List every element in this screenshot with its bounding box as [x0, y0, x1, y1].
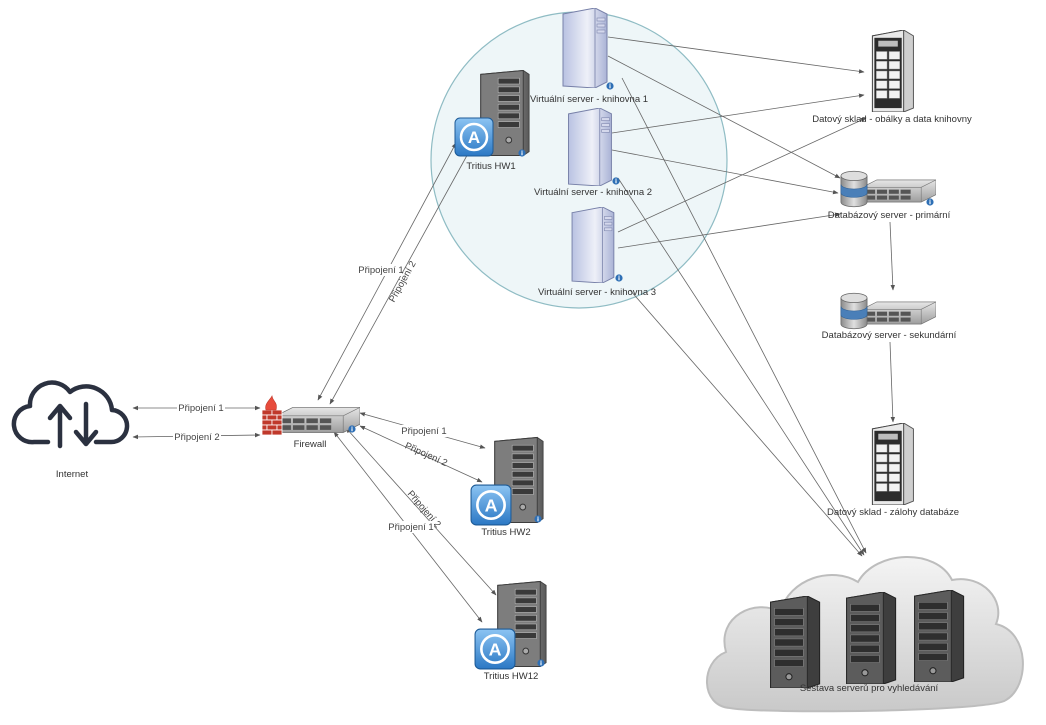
- node-firewall: Firewall: [261, 395, 360, 450]
- edge-label-firewall-hw1-1: Připojení 1: [358, 265, 403, 276]
- edge-vs2-storage-covers: [611, 93, 865, 134]
- edge-label-firewall-hw12-1: Připojení 1: [388, 522, 433, 533]
- node-label-firewall: Firewall: [294, 439, 327, 450]
- node-label-db-primary: Databázový server - primární: [828, 210, 951, 221]
- node-label-tritius-hw2: Tritius HW2: [481, 527, 530, 538]
- storage-array-icon: [871, 30, 914, 112]
- node-virtual-server-1: Virtuální server - knihovna 1: [530, 8, 648, 105]
- tritius-server-icon: [474, 580, 547, 670]
- database-server-icon: [840, 170, 868, 208]
- node-label-tritius-hw12: Tritius HW12: [484, 671, 539, 682]
- edge-label-internet-firewall-2: Připojení 2: [174, 432, 219, 443]
- node-label-tritius-hw1: Tritius HW1: [466, 161, 515, 172]
- tritius-server-icon: [470, 436, 544, 526]
- info-icon: [926, 198, 934, 206]
- edge-vs2-db-primary: [611, 149, 839, 195]
- info-icon: [615, 274, 623, 282]
- virtual-server-icon: [562, 8, 608, 88]
- edge-label-firewall-hw2-2: Připojení 2: [403, 440, 449, 469]
- edge-vs2-cluster: [617, 177, 865, 556]
- node-label-search-cluster: Sestava serverů pro vyhledávání: [800, 683, 939, 694]
- info-icon: [348, 425, 356, 433]
- edge-db-primary-secondary: [889, 221, 896, 291]
- node-storage-covers: Datový sklad - obálky a data knihovny: [812, 30, 972, 125]
- edge-vs3-storage-covers: [617, 117, 867, 233]
- connection-labels: Připojení 1 Připojení 2 Připojení 1 Přip…: [173, 259, 449, 533]
- connections: [132, 36, 896, 623]
- node-virtual-server-3: Virtuální server - knihovna 3: [538, 207, 656, 298]
- node-tritius-hw12: Tritius HW12: [474, 580, 547, 682]
- info-icon: [606, 82, 614, 90]
- info-icon: [518, 149, 526, 157]
- node-tritius-hw2: Tritius HW2: [470, 436, 544, 538]
- edge-vs3-db-primary: [617, 212, 841, 249]
- edge-db-secondary-backup: [889, 341, 896, 423]
- node-label-internet: Internet: [56, 469, 89, 480]
- database-server-icon: [840, 292, 868, 330]
- cloud-upload-download-icon: [11, 380, 130, 449]
- node-label-db-secondary: Databázový server - sekundární: [822, 330, 957, 341]
- node-label-vs2: Virtuální server - knihovna 2: [534, 187, 652, 198]
- edge-vs3-cluster: [629, 289, 863, 557]
- node-search-cluster: Sestava serverů pro vyhledávání: [706, 556, 1024, 713]
- node-label-vs3: Virtuální server - knihovna 3: [538, 287, 656, 298]
- node-virtual-server-2: Virtuální server - knihovna 2: [534, 108, 652, 198]
- edge-vs1-cluster: [621, 77, 867, 554]
- server-cloud-icon: [706, 556, 1024, 713]
- virtual-server-icon: [568, 108, 612, 186]
- edge-label-internet-firewall-1: Připojení 1: [178, 403, 223, 414]
- node-db-primary: Databázový server - primární: [828, 170, 951, 221]
- storage-array-icon: [871, 423, 914, 505]
- edge-firewall-hw1-2: [329, 149, 471, 405]
- edge-vs1-storage-covers: [607, 36, 865, 74]
- database-server-icon: [862, 179, 936, 203]
- node-label-vs1: Virtuální server - knihovna 1: [530, 94, 648, 105]
- virtual-server-icon: [571, 207, 615, 283]
- database-server-icon: [862, 301, 936, 325]
- node-storage-backup: Datový sklad - zálohy databáze: [827, 423, 959, 518]
- node-label-storage-backup: Datový sklad - zálohy databáze: [827, 507, 959, 518]
- node-internet: Internet: [11, 380, 130, 480]
- firewall-server-icon: [261, 395, 360, 436]
- node-label-storage-covers: Datový sklad - obálky a data knihovny: [812, 114, 972, 125]
- edge-label-firewall-hw2-1: Připojení 1: [401, 426, 446, 437]
- edge-vs1-db-primary: [607, 55, 841, 179]
- node-db-secondary: Databázový server - sekundární: [822, 292, 957, 341]
- info-icon: [534, 515, 542, 523]
- info-icon: [537, 659, 545, 667]
- node-tritius-hw1: Tritius HW1: [454, 70, 530, 172]
- info-icon: [612, 177, 620, 185]
